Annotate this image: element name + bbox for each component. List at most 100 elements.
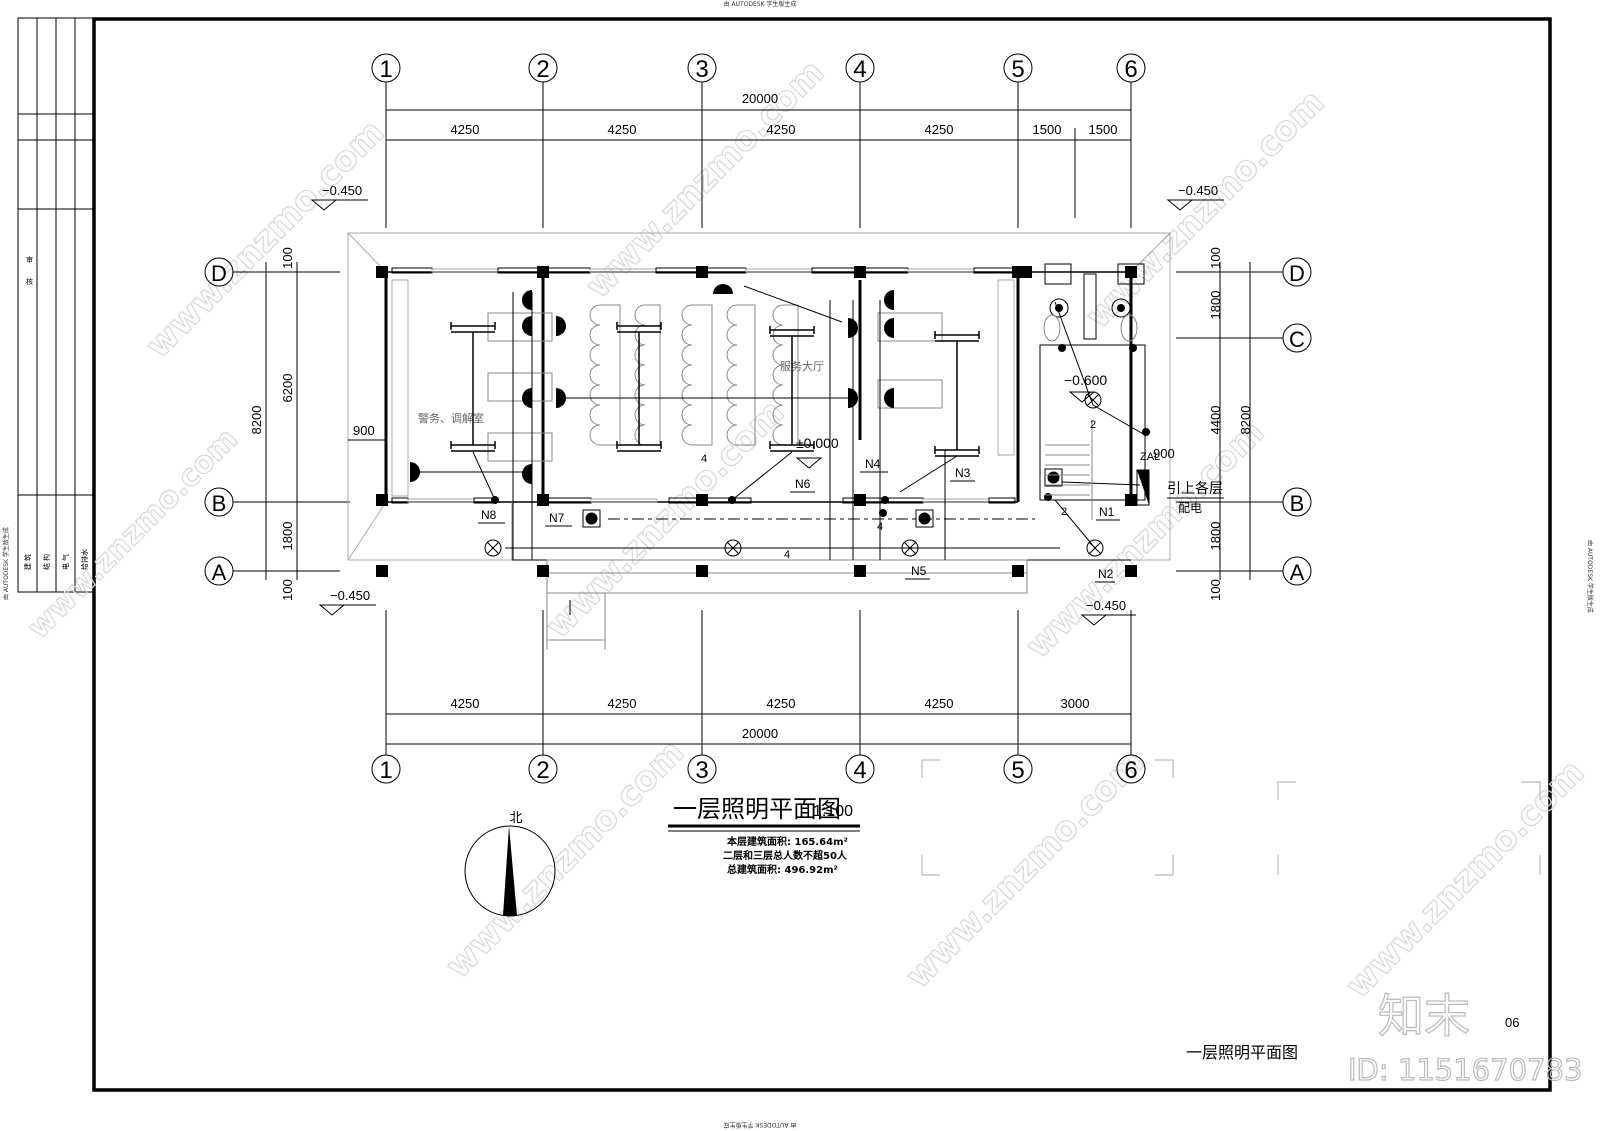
elevation-markers: −0.450 −0.450 −0.450 −0.450 ±0.000 −0.60… (310, 183, 1224, 626)
strip-label-electrical: 电 气 (61, 554, 70, 570)
svg-text:4: 4 (853, 56, 866, 83)
svg-text:1500: 1500 (1089, 122, 1118, 137)
svg-text:1800: 1800 (280, 522, 295, 551)
svg-text:2: 2 (1090, 419, 1096, 431)
svg-text:2: 2 (1061, 506, 1067, 518)
left-title-strip: 审 核 建 筑 结 构 电 气 给排水 (17, 17, 95, 593)
svg-text:4250: 4250 (767, 122, 796, 137)
svg-text:−0.450: −0.450 (330, 588, 370, 603)
drawing-title-block: 一层照明平面图 1:100 本层建筑面积: 165.64m² 二层和三层总人数不… (668, 795, 860, 876)
svg-text:100: 100 (1208, 579, 1223, 601)
svg-text:4250: 4250 (925, 122, 954, 137)
id-watermark: ID: 1151670783 (1348, 1053, 1582, 1087)
room-label-police-mediation: 警务、调解室 (418, 411, 484, 425)
svg-text:N3: N3 (955, 466, 971, 480)
strip-label-architecture: 建 筑 (23, 554, 32, 570)
bottom-dimensions: 4250 4250 4250 4250 3000 20000 (386, 696, 1131, 745)
drawing-scale: 1:100 (813, 803, 853, 820)
svg-text:B: B (1290, 491, 1305, 516)
svg-text:100: 100 (280, 579, 295, 601)
building-outline (347, 232, 1171, 650)
svg-text:1800: 1800 (1208, 522, 1223, 551)
svg-text:−0.450: −0.450 (1086, 598, 1126, 613)
row-axes-right: D C B A 8200 100 1800 4400 1800 100 (1176, 247, 1312, 601)
svg-text:±0.000: ±0.000 (796, 435, 839, 451)
fluorescent-lamps (450, 322, 980, 457)
svg-text:4250: 4250 (451, 122, 480, 137)
svg-text:N2: N2 (1098, 567, 1114, 581)
svg-text:www.znzmo.com: www.znzmo.com (1338, 752, 1592, 1006)
svg-text:6: 6 (1124, 757, 1137, 784)
svg-text:4: 4 (877, 521, 883, 533)
strip-label-review: 审 (26, 255, 33, 264)
svg-text:100: 100 (1208, 247, 1223, 269)
svg-text:2: 2 (536, 56, 549, 83)
panel-label: ZAL (1140, 451, 1160, 463)
svg-text:4: 4 (701, 453, 707, 465)
drawing-border (92, 17, 1552, 1092)
switches (491, 344, 1150, 517)
column-axes-bottom: 1 2 3 4 5 6 (371, 754, 1146, 784)
svg-text:4250: 4250 (451, 696, 480, 711)
autodesk-stamp-right: 由 AUTODESK 学生版生成 (1586, 540, 1594, 613)
svg-text:www.znzmo.com: www.znzmo.com (438, 732, 692, 986)
svg-text:4: 4 (784, 549, 790, 561)
svg-text:1500: 1500 (1033, 122, 1062, 137)
north-arrow: 北 (464, 811, 556, 917)
circuit-labels: N1 N2 N3 N4 N5 N6 N7 N8 (478, 457, 1120, 583)
panel-offset-dim: 900 (1153, 446, 1175, 461)
svg-text:D: D (211, 261, 227, 286)
svg-text:6: 6 (1124, 56, 1137, 83)
svg-text:N5: N5 (911, 564, 927, 578)
svg-text:1: 1 (379, 757, 392, 784)
svg-text:N8: N8 (481, 508, 497, 522)
title-block-label: 一层照明平面图 (1186, 1043, 1298, 1062)
axis-6-top: 6 (1116, 53, 1146, 83)
axis-2-top: 2 (528, 53, 558, 83)
svg-text:−0.450: −0.450 (322, 183, 362, 198)
distribution-panel: 900 ZAL 引上各层 配电 (1136, 446, 1224, 515)
note-floor-area: 本层建筑面积: 165.64m² (727, 835, 848, 848)
column-axes-top: 1 2 3 4 5 6 (371, 53, 1146, 83)
svg-text:3: 3 (695, 757, 708, 784)
watermark-layer: www.znzmo.com www.znzmo.com www.znzmo.co… (20, 52, 1593, 1007)
brand-watermark: 知末 (1378, 989, 1470, 1043)
strip-label-structure: 结 构 (42, 554, 51, 570)
svg-text:4250: 4250 (767, 696, 796, 711)
structural-columns (376, 266, 1137, 577)
svg-text:4400: 4400 (1208, 406, 1223, 435)
svg-text:8200: 8200 (1238, 406, 1253, 435)
svg-text:1800: 1800 (1208, 291, 1223, 320)
svg-text:N4: N4 (865, 457, 881, 471)
svg-text:6200: 6200 (280, 374, 295, 403)
svg-text:20000: 20000 (742, 91, 778, 106)
axis-1-top: 1 (371, 53, 401, 83)
wiring (410, 285, 1146, 560)
axis-3-top: 3 (687, 53, 717, 83)
svg-text:5: 5 (1011, 757, 1024, 784)
svg-text:C: C (1289, 327, 1305, 352)
svg-text:N7: N7 (549, 511, 565, 525)
row-axes-left: D B A 8200 6200 100 1800 100 (204, 247, 350, 601)
svg-text:−0.450: −0.450 (1178, 183, 1218, 198)
svg-text:−0.600: −0.600 (1064, 372, 1107, 388)
svg-text:www.znzmo.com: www.znzmo.com (1078, 82, 1332, 336)
room-label-service-hall: 服务大厅 (780, 359, 824, 373)
svg-text:1: 1 (379, 56, 392, 83)
svg-text:4: 4 (853, 757, 866, 784)
north-label: 北 (509, 811, 522, 826)
svg-text:4250: 4250 (608, 122, 637, 137)
top-dimensions: 20000 4250 4250 4250 4250 1500 1500 (386, 91, 1131, 141)
svg-text:2: 2 (536, 757, 549, 784)
svg-text:5: 5 (1011, 56, 1024, 83)
panel-note-line1: 引上各层 (1167, 481, 1223, 497)
panel-note-line2: 配电 (1178, 501, 1202, 515)
svg-text:N6: N6 (795, 477, 811, 491)
svg-text:3000: 3000 (1061, 696, 1090, 711)
strip-label-plumbing: 给排水 (80, 549, 89, 570)
strip-label-check: 核 (26, 277, 33, 286)
sheet-number: 06 (1505, 1015, 1519, 1030)
svg-text:B: B (212, 491, 227, 516)
drawing-title: 一层照明平面图 (673, 795, 841, 823)
